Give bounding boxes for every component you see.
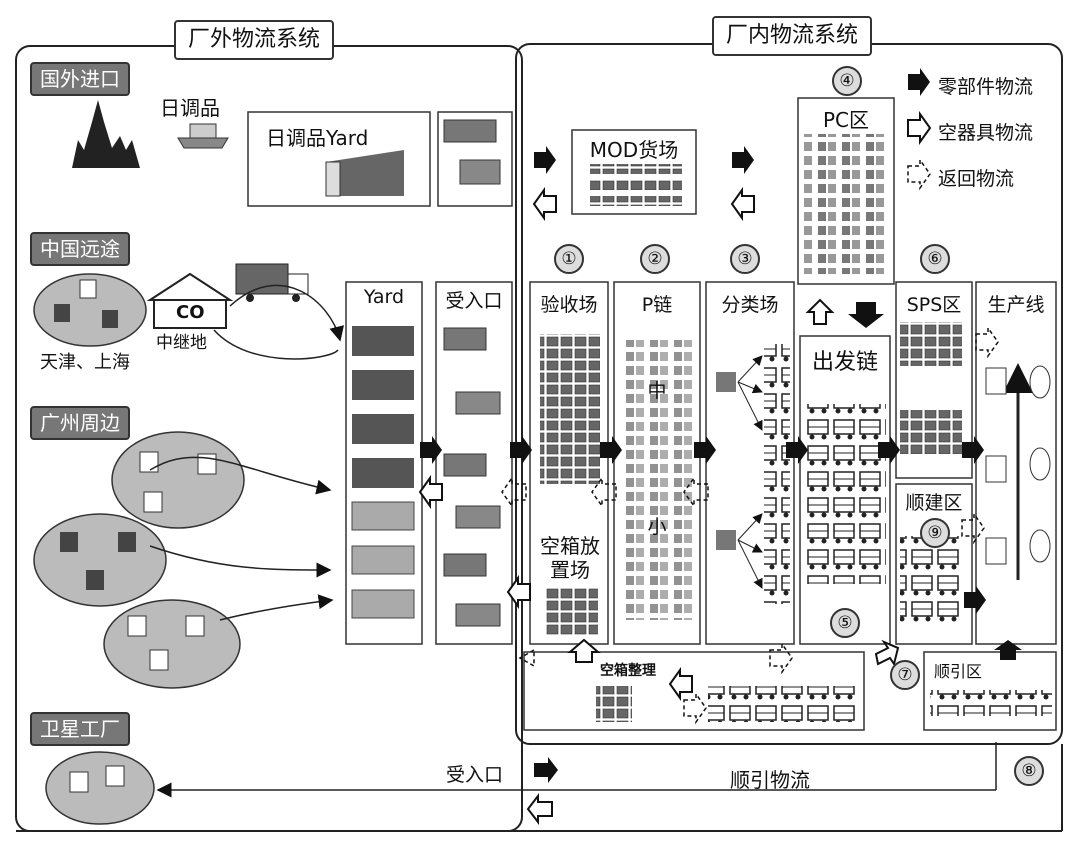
parts-flow-arrow	[534, 757, 558, 783]
step-number-2: ②	[640, 244, 670, 274]
step-number-5: ⑤	[830, 608, 860, 638]
region-ellipse	[103, 599, 241, 689]
region-ellipse	[111, 431, 245, 529]
receiving-heading: 受入口	[445, 290, 503, 312]
yard-heading: Yard	[363, 286, 405, 308]
step-number-4: ④	[832, 66, 862, 96]
container-icon	[325, 150, 404, 197]
step-number-3: ③	[730, 244, 760, 274]
relay-label: 中继地	[156, 333, 207, 353]
production-heading: 生产线	[987, 294, 1045, 316]
step-number-8: ⑧	[1014, 756, 1044, 786]
legend-empty-arrow-icon	[907, 110, 932, 146]
legend-parts-arrow-icon	[908, 68, 930, 96]
sps-heading: SPS区	[906, 294, 962, 316]
pagoda-icon	[72, 100, 140, 168]
cities-label: 天津、上海	[40, 352, 130, 373]
source-satellite-label: 卫星工厂	[30, 712, 130, 746]
parts-flow-arrows	[420, 146, 1022, 660]
ship-icon	[177, 123, 229, 149]
p-chain-small-label: 小	[647, 516, 667, 538]
sequence-area-label: 顺引区	[934, 662, 983, 681]
empty-flow-arrows	[418, 186, 900, 702]
region-ellipse	[33, 513, 167, 607]
sequential-build-heading: 顺建区	[905, 492, 963, 514]
step-number-7: ⑦	[890, 660, 920, 690]
sequence-flow-label: 顺引物流	[730, 768, 810, 792]
co-house-icon	[146, 272, 234, 301]
legend-return-arrow-icon	[907, 157, 931, 191]
sorting-heading: 分类场	[721, 294, 779, 316]
step-number-6: ⑥	[920, 244, 950, 274]
departure-heading: 出发链	[811, 350, 878, 375]
truck-icon	[235, 263, 309, 302]
bottom-receiving-label: 受入口	[446, 764, 504, 786]
inner-system-title: 厂内物流系统	[712, 16, 873, 56]
empty-box-storage-label: 空箱放置场	[540, 534, 600, 582]
legend-return-flow: 返回物流	[938, 168, 1015, 190]
step-number-9: ⑨	[920, 518, 950, 548]
co-label: CO	[176, 302, 205, 323]
return-flow-arrows	[501, 325, 999, 725]
step-number-1: ①	[554, 244, 584, 274]
source-china-long-label: 中国远途	[30, 232, 130, 266]
p-chain-mid-label: 中	[647, 380, 667, 402]
japan-parts-label: 日调品	[160, 96, 220, 120]
empty-flow-arrow	[526, 793, 553, 825]
region-ellipse	[45, 751, 155, 825]
source-guangzhou-label: 广州周边	[30, 406, 130, 440]
pc-heading: PC区	[822, 108, 870, 132]
outer-system-title: 厂外物流系统	[174, 20, 335, 60]
inspection-heading: 验收场	[540, 294, 598, 316]
mod-heading: MOD货场	[589, 138, 679, 162]
legend-parts-flow: 零部件物流	[938, 76, 1034, 98]
empty-box-sort-label: 空箱整理	[600, 663, 656, 679]
legend-empty-container-flow: 空器具物流	[938, 122, 1034, 144]
japan-yard-label: 日调品Yard	[266, 126, 369, 150]
source-overseas-label: 国外进口	[30, 62, 130, 96]
p-chain-heading: P链	[641, 294, 673, 316]
